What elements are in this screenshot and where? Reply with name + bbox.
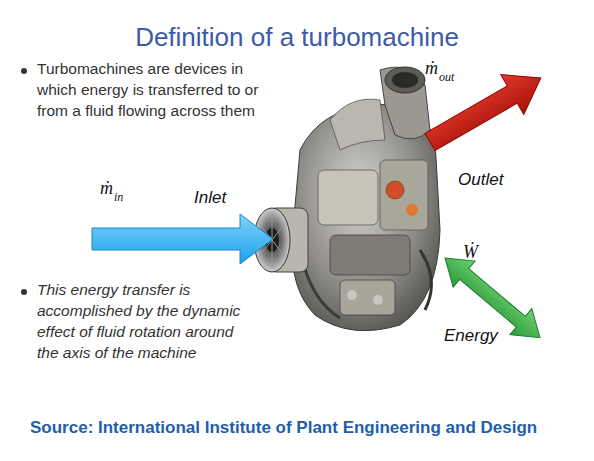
work-symbol: Ẇ [463, 242, 478, 263]
slide-title: Definition of a turbomachine [0, 22, 594, 53]
flow-subscript: out [439, 70, 454, 85]
bullet-text: This energy transfer is accomplished by … [37, 279, 242, 363]
flow-symbol: ṁ [425, 58, 438, 79]
energy-double-arrow [434, 245, 551, 351]
bullet-text: Turbomachines are devices in which energ… [37, 58, 259, 121]
engine-illustration [254, 67, 440, 331]
inlet-label: Inlet [194, 188, 226, 208]
flow-subscript: in [114, 190, 123, 205]
outlet-label: Outlet [458, 170, 503, 190]
outlet-arrow [419, 58, 553, 162]
bullet-dot [21, 289, 27, 295]
inlet-arrow [92, 214, 273, 264]
flow-symbol: ṁ [100, 178, 113, 199]
source-caption: Source: International Institute of Plant… [30, 418, 590, 438]
energy-label: Energy [444, 326, 498, 346]
bullet-dot [21, 68, 27, 74]
